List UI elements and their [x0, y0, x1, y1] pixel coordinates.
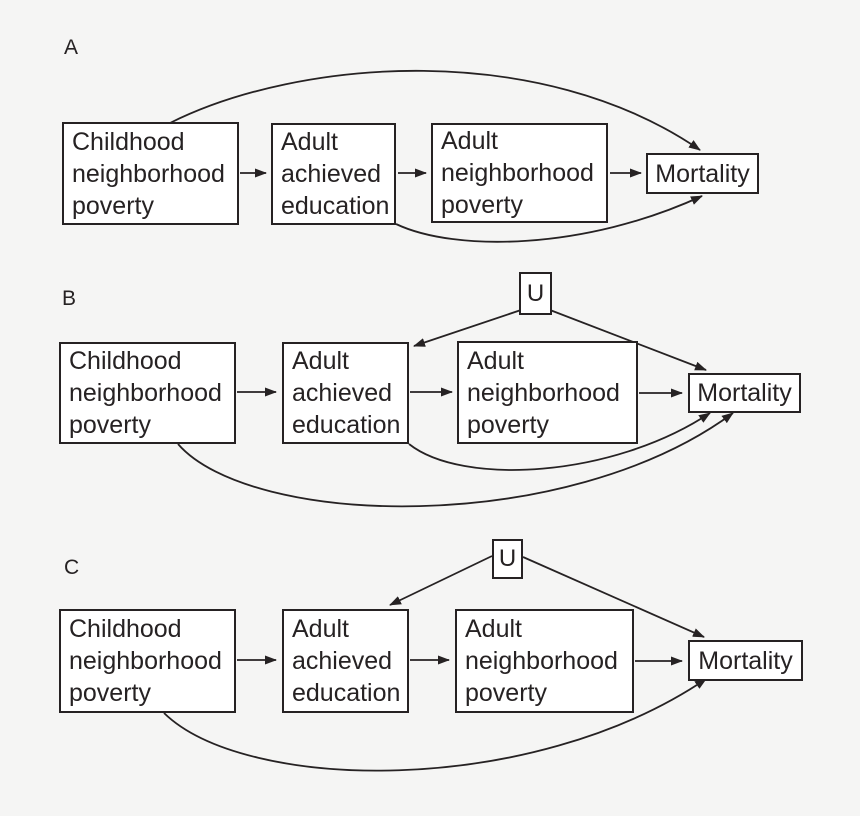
panel-a-node-adult-neighborhood-poverty: Adult neighborhood poverty — [431, 123, 608, 223]
edge-a-childhood-to-mortality-top-curve — [169, 69, 701, 151]
edge-a-education-to-mortality-bottom-curve — [395, 195, 703, 243]
panel-a-label: A — [64, 36, 79, 59]
edge-b-u-to-mortality — [549, 309, 707, 371]
panel-b-node-u-confounder: U — [519, 272, 552, 315]
panel-c-node-mortality: Mortality — [688, 640, 803, 681]
panel-b-node-childhood-neighborhood-poverty: Childhood neighborhood poverty — [59, 342, 236, 444]
edge-b-u-to-education — [413, 309, 522, 347]
panel-a-node-mortality: Mortality — [646, 153, 759, 194]
edge-b-childhood-to-mortality-bottom-curve — [177, 412, 734, 508]
panel-a-node-adult-achieved-education: Adult achieved education — [271, 123, 396, 225]
panel-c-node-adult-neighborhood-poverty: Adult neighborhood poverty — [455, 609, 634, 713]
edge-c-u-to-mortality — [522, 556, 705, 638]
panel-c-node-childhood-neighborhood-poverty: Childhood neighborhood poverty — [59, 609, 236, 713]
panel-b-node-adult-achieved-education: Adult achieved education — [282, 342, 409, 444]
panel-b-node-adult-neighborhood-poverty: Adult neighborhood poverty — [457, 341, 638, 444]
panel-b-node-mortality: Mortality — [688, 373, 801, 413]
edge-c-childhood-to-mortality-bottom-curve — [163, 678, 707, 772]
panel-a-node-childhood-neighborhood-poverty: Childhood neighborhood poverty — [62, 122, 239, 225]
panel-c-node-u-confounder: U — [492, 539, 523, 579]
edge-c-u-to-education — [389, 555, 493, 606]
edge-b-education-to-mortality-bottom-curve — [408, 412, 711, 471]
panel-c-node-adult-achieved-education: Adult achieved education — [282, 609, 409, 713]
panel-b-label: B — [62, 287, 77, 310]
panel-c-label: C — [64, 556, 80, 579]
